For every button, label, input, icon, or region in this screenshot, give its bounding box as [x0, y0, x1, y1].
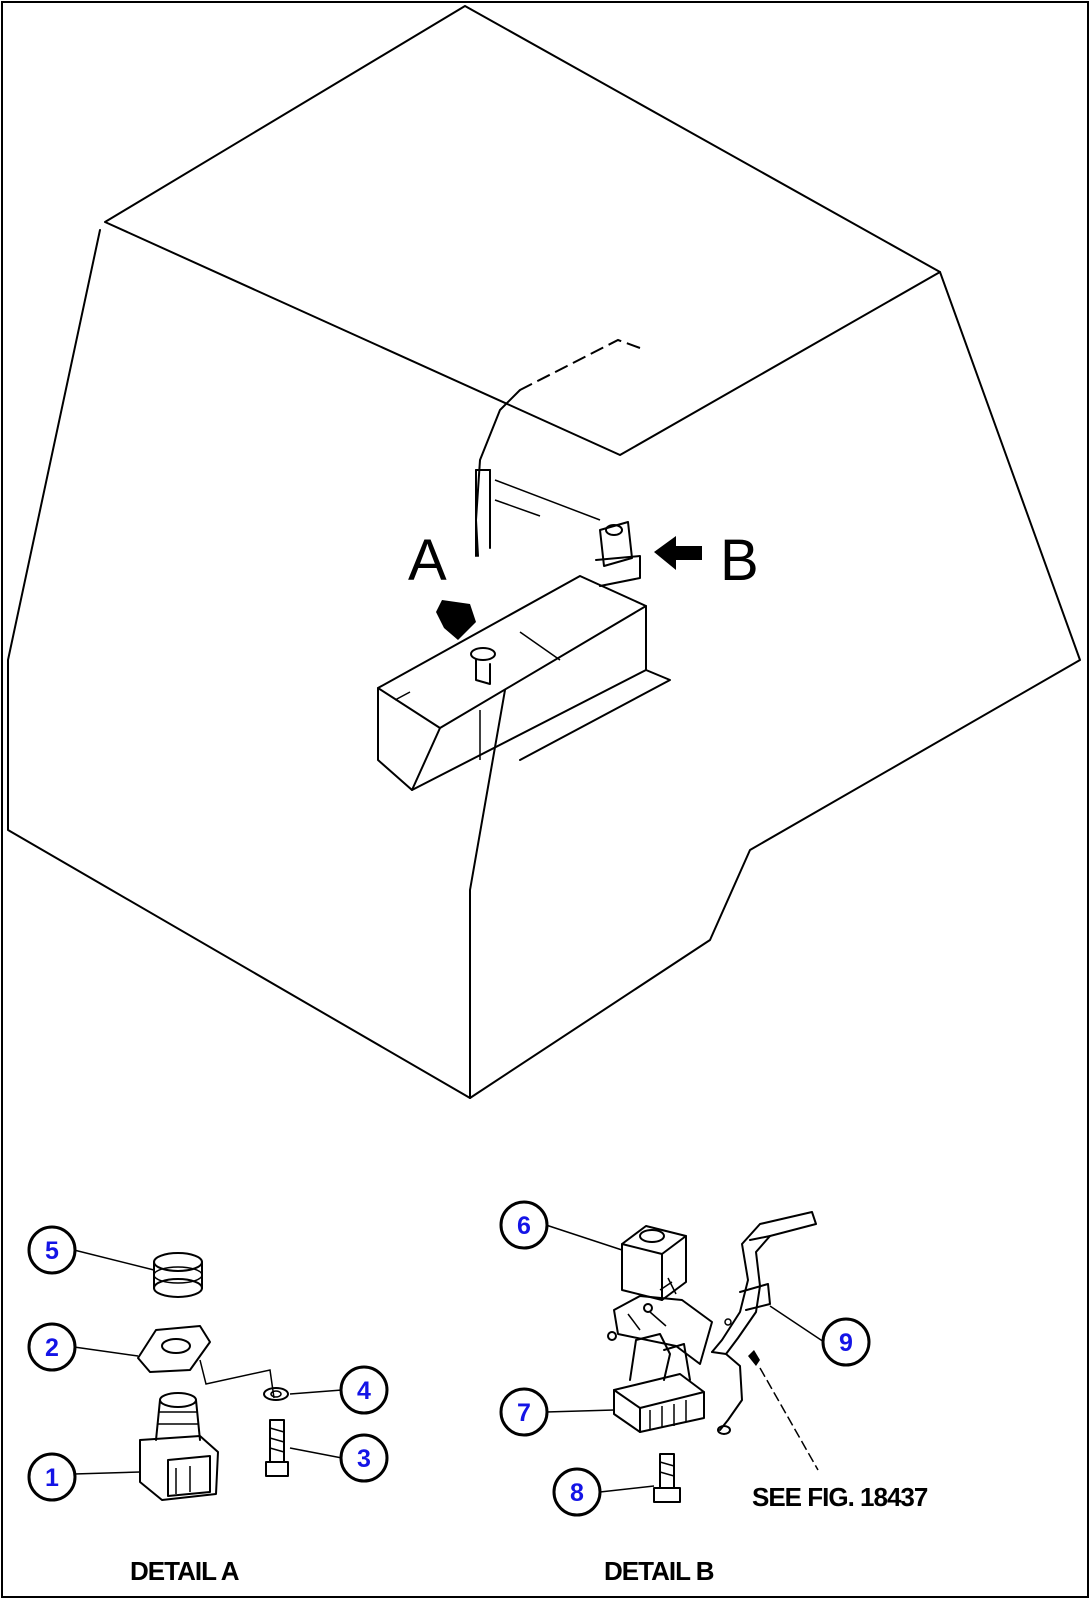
detail-a-caption: DETAIL A — [130, 1556, 240, 1586]
console-box — [377, 575, 671, 791]
callout-2: 2 — [27, 1322, 77, 1372]
callout-5: 5 — [27, 1225, 77, 1275]
see-fig-reference: SEE FIG. 18437 — [752, 1482, 928, 1512]
door-opening — [475, 338, 641, 557]
part-bolt-b — [653, 1453, 681, 1503]
callout-3: 3 — [339, 1433, 389, 1483]
part-switch — [139, 1392, 219, 1501]
callout-3-number: 3 — [357, 1445, 371, 1473]
callout-7: 7 — [499, 1387, 549, 1437]
wire-harness — [711, 1211, 817, 1435]
callout-4: 4 — [339, 1365, 389, 1415]
callout-1: 1 — [27, 1452, 77, 1502]
part-grommet — [153, 1252, 203, 1298]
console-switch — [470, 647, 496, 685]
part-valve-bracket — [607, 1295, 713, 1433]
callout-2-number: 2 — [45, 1334, 59, 1362]
part-solenoid-coil — [621, 1225, 687, 1301]
callout-5-number: 5 — [45, 1237, 59, 1265]
callout-8: 8 — [552, 1467, 602, 1517]
part-washer — [263, 1387, 289, 1401]
view-arrow-a: A — [408, 528, 476, 640]
callout-6-number: 6 — [517, 1212, 531, 1240]
part-plate — [137, 1325, 275, 1399]
see-fig-leader — [759, 1367, 819, 1471]
callout-leaders — [73, 1224, 825, 1493]
callout-1-number: 1 — [45, 1464, 59, 1492]
callout-6: 6 — [499, 1200, 549, 1250]
callout-8-number: 8 — [570, 1479, 584, 1507]
view-label-a: A — [408, 528, 447, 593]
solenoid-marker — [595, 521, 641, 587]
detail-b-caption: DETAIL B — [604, 1556, 714, 1586]
view-arrow-b: B — [654, 528, 759, 593]
view-label-b: B — [720, 528, 759, 593]
callout-4-number: 4 — [357, 1377, 371, 1405]
part-bolt-a — [265, 1419, 289, 1477]
callout-7-number: 7 — [517, 1399, 531, 1427]
detail-b-parts — [607, 1211, 819, 1503]
detail-a-parts — [137, 1252, 289, 1501]
callout-9: 9 — [821, 1317, 871, 1367]
callout-9-number: 9 — [839, 1329, 853, 1357]
cab-outline — [7, 5, 1081, 1099]
